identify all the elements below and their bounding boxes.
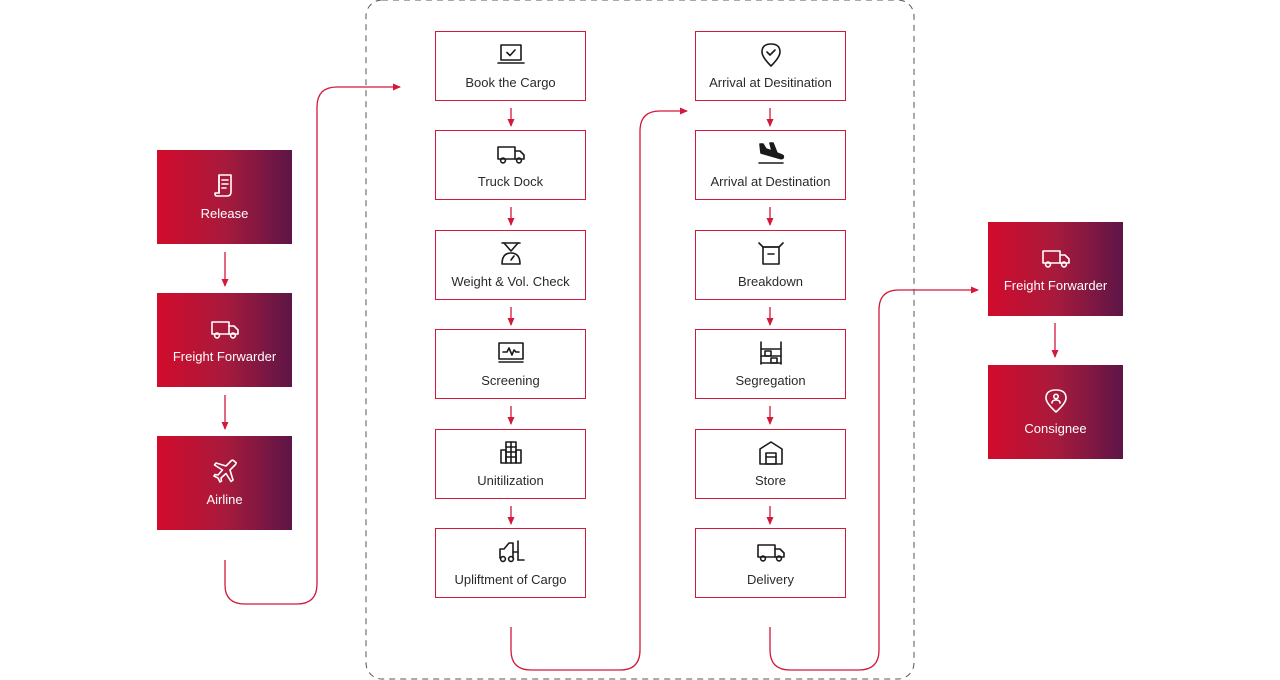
segregation-label: Segregation: [735, 373, 806, 388]
truck-icon: [210, 321, 239, 339]
consignee-box: Consignee: [988, 365, 1123, 459]
document-icon: [213, 174, 232, 197]
book-cargo-label: Book the Cargo: [465, 75, 556, 90]
arrival-destination-label: Arrival at Destination: [710, 174, 831, 189]
destination-freight-forwarder-box: Freight Forwarder: [988, 222, 1123, 316]
store-box: Store: [695, 429, 846, 499]
warehouse-icon: [758, 441, 783, 465]
screening-box: Screening: [435, 329, 586, 399]
breakdown-label: Breakdown: [737, 274, 804, 289]
airplane-icon: [212, 459, 237, 483]
location-check-icon: [760, 43, 781, 67]
airline-label: Airline: [206, 492, 243, 507]
building-icon: [499, 441, 522, 464]
arrival-desitination-label: Arrival at Desitination: [709, 75, 832, 90]
origin-freight-forwarder-box: Freight Forwarder: [157, 293, 292, 387]
truck-dock-label: Truck Dock: [477, 174, 544, 189]
arrival-desitination-box: Arrival at Desitination: [695, 31, 846, 101]
book-cargo-box: Book the Cargo: [435, 31, 586, 101]
upliftment-label: Upliftment of Cargo: [454, 572, 567, 587]
breakdown-box-icon: [757, 242, 784, 265]
unitilization-label: Unitilization: [477, 473, 544, 488]
truck-icon: [1041, 250, 1070, 268]
segregation-box: Segregation: [695, 329, 846, 399]
arrival-destination-box: Arrival at Destination: [695, 130, 846, 200]
release-label: Release: [200, 206, 249, 221]
origin-freight-forwarder-label: Freight Forwarder: [172, 349, 277, 364]
plane-landing-icon: [757, 142, 784, 164]
airline-box: Airline: [157, 436, 292, 530]
unitilization-box: Unitilization: [435, 429, 586, 499]
screening-label: Screening: [481, 373, 540, 388]
laptop-check-icon: [496, 44, 525, 64]
store-label: Store: [754, 473, 787, 488]
truck-icon: [756, 544, 785, 562]
scale-icon: [500, 242, 521, 265]
person-pin-icon: [1044, 389, 1067, 413]
breakdown-box: Breakdown: [695, 230, 846, 300]
forklift-icon: [498, 540, 525, 563]
connector-import-to-destination: [769, 286, 979, 671]
delivery-box: Delivery: [695, 528, 846, 598]
connector-airline-to-export: [224, 83, 401, 605]
weight-check-label: Weight & Vol. Check: [451, 274, 570, 289]
upliftment-box: Upliftment of Cargo: [435, 528, 586, 598]
shelf-icon: [759, 341, 782, 365]
monitor-pulse-icon: [497, 342, 524, 363]
consignee-label: Consignee: [1024, 421, 1087, 436]
truck-dock-box: Truck Dock: [435, 130, 586, 200]
weight-check-box: Weight & Vol. Check: [435, 230, 586, 300]
truck-icon: [496, 146, 525, 164]
connector-export-to-import: [510, 107, 688, 671]
release-box: Release: [157, 150, 292, 244]
destination-freight-forwarder-label: Freight Forwarder: [1003, 278, 1108, 293]
delivery-label: Delivery: [747, 572, 794, 587]
